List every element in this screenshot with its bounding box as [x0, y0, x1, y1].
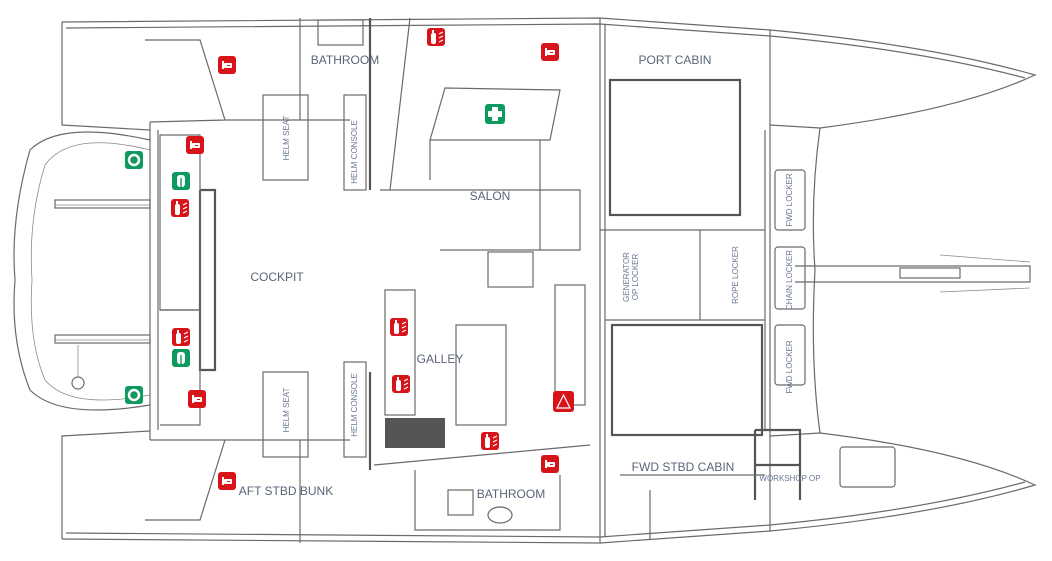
label-chain-locker: CHAIN LOCKER: [785, 250, 794, 310]
life-raft-icon: [186, 136, 204, 154]
room-label-salon: SALON: [470, 189, 511, 203]
fire-extinguisher-icon: [389, 317, 409, 337]
life-raft-icon: [188, 390, 206, 408]
room-label-galley: GALLEY: [417, 352, 464, 366]
label-generator: GENERATOR: [622, 252, 631, 302]
label-helm-console-stbd: HELM CONSOLE: [350, 373, 359, 437]
room-label-bathroom-port: BATHROOM: [311, 53, 379, 67]
label-fwd-locker-port: FWD LOCKER: [785, 173, 794, 227]
life-raft-icon: [218, 56, 236, 74]
life-ring-icon: [123, 384, 145, 406]
label-helm-seat-stbd: HELM SEAT: [282, 388, 291, 433]
fire-extinguisher-icon: [171, 327, 191, 347]
room-label-bathroom-stbd: BATHROOM: [477, 487, 545, 501]
interior-walls: [145, 17, 896, 543]
label-op-locker: OP LOCKER: [631, 254, 640, 301]
dinghy: [13, 131, 151, 411]
room-label-fwd-stbd-cabin: FWD STBD CABIN: [632, 460, 735, 474]
fire-extinguisher-icon: [391, 374, 411, 394]
electrical-hazard-icon: [553, 391, 574, 412]
fire-extinguisher-icon: [426, 27, 446, 47]
life-raft-icon: [218, 472, 236, 490]
first-aid-icon: [485, 104, 505, 124]
bowsprit: [795, 254, 1031, 293]
room-label-cockpit: COCKPIT: [250, 270, 304, 284]
life-jacket-icon: [172, 349, 190, 367]
life-raft-icon: [541, 455, 559, 473]
label-fwd-locker-stbd: FWD LOCKER: [785, 340, 794, 394]
fire-extinguisher-icon: [480, 431, 500, 451]
life-raft-icon: [541, 43, 559, 61]
room-label-port-cabin: PORT CABIN: [639, 53, 712, 67]
life-jacket-icon: [172, 172, 190, 190]
room-label-aft-stbd-bunk: AFT STBD BUNK: [239, 484, 333, 498]
label-helm-console-port: HELM CONSOLE: [350, 120, 359, 184]
label-helm-seat-port: HELM SEAT: [282, 116, 291, 161]
room-label-workshop: WORKSHOP OP: [759, 474, 820, 483]
fire-extinguisher-icon: [170, 198, 190, 218]
life-ring-icon: [123, 149, 145, 171]
hull-outline: [61, 17, 1037, 544]
label-rope-locker: ROPE LOCKER: [731, 246, 740, 304]
